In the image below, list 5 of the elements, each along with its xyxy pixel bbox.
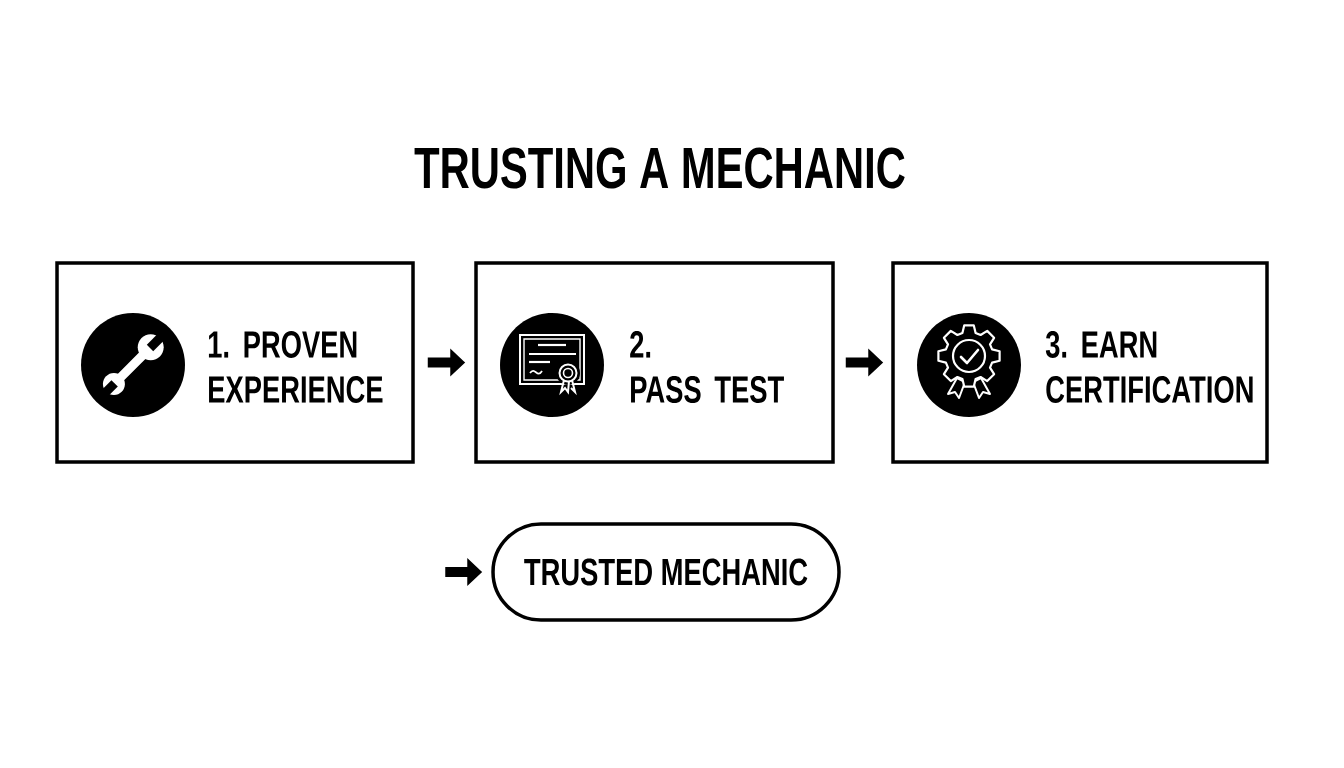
step-box: 1. PROVEN EXPERIENCE: [55, 261, 415, 464]
step-box: 3. EARN CERTIFICATION: [891, 261, 1269, 464]
title: TRUSTING A MECHANIC: [414, 147, 905, 189]
rounded-box: TRUSTED MECHANIC: [491, 522, 841, 622]
step-box: 2. PASS TEST: [474, 261, 835, 464]
